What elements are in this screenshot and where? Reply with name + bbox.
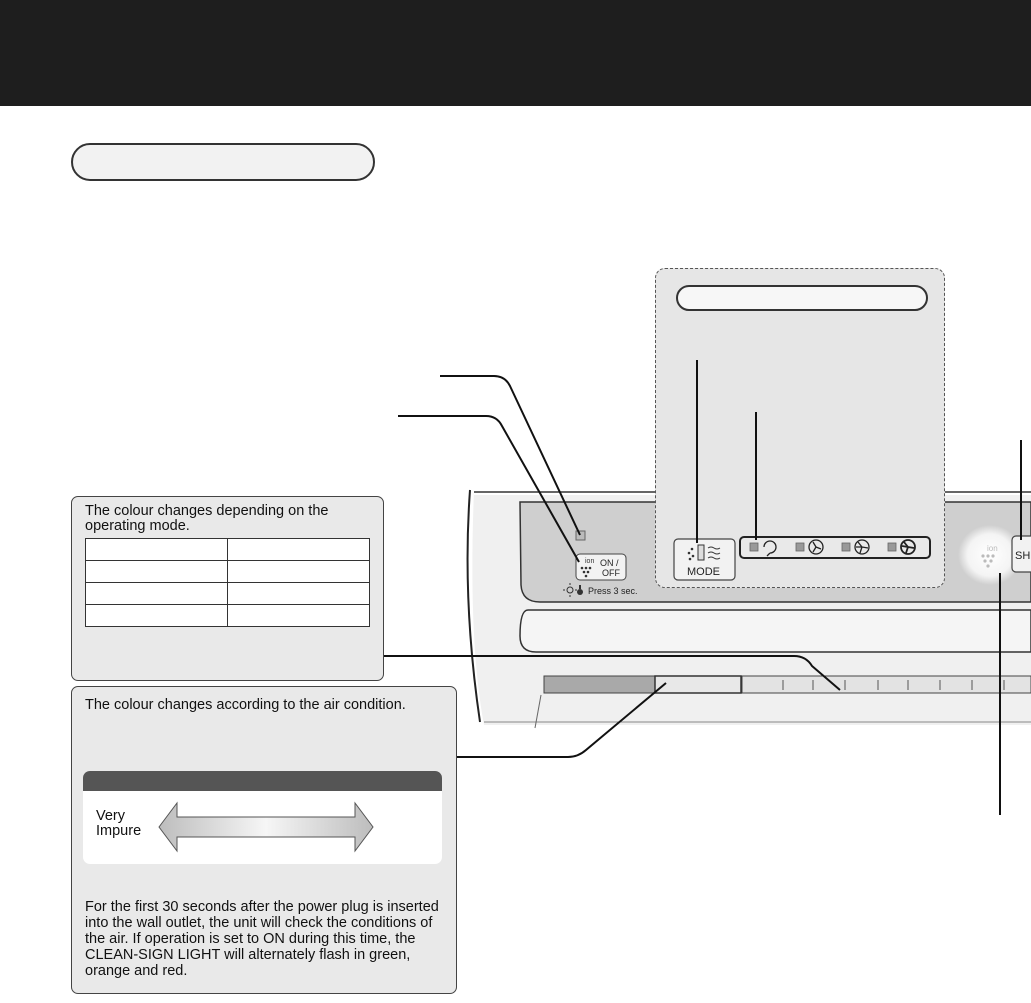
- shortcut-label: SH: [1015, 550, 1030, 562]
- ion-tag: ion: [585, 558, 594, 565]
- leader-power-light: [440, 375, 581, 536]
- mode-label: MODE: [687, 566, 720, 578]
- display-panel-title: [676, 285, 928, 311]
- leader-clean-sign: [456, 682, 667, 758]
- air-quality-scale: Very Impure: [83, 771, 442, 864]
- fan-med-icon: [854, 539, 870, 555]
- table-row: [85, 538, 370, 561]
- auto-fan-icon: [763, 540, 777, 557]
- ion-icon: [981, 554, 995, 568]
- on-label: ON /: [600, 558, 619, 568]
- clean-sign-light: [654, 675, 742, 694]
- device-housing-edge: [466, 489, 481, 723]
- mode-callout-note: The colour changes depending on the oper…: [85, 503, 329, 534]
- mode-icon: [687, 544, 721, 561]
- display-panel-highlight: [655, 268, 945, 588]
- air-callout-note: The colour changes according to the air …: [85, 697, 406, 713]
- mode-button[interactable]: MODE: [673, 538, 736, 581]
- shortcut-button[interactable]: SH: [1011, 535, 1031, 573]
- startup-note: For the first 30 seconds after the power…: [85, 899, 439, 979]
- double-arrow-icon: [158, 801, 374, 853]
- leader-operation-light: [384, 655, 841, 691]
- mode-colour-table: [85, 538, 370, 627]
- operating-mode-callout: The colour changes depending on the oper…: [71, 496, 384, 681]
- ion-icon: [580, 566, 592, 578]
- fan-high-icon: [900, 539, 916, 555]
- sun-icon: [563, 583, 577, 597]
- table-row: [85, 560, 370, 583]
- off-label: OFF: [602, 568, 620, 578]
- section-title-pill: [71, 143, 375, 181]
- lock-icon: [577, 585, 583, 595]
- fan-speed-indicator-group: [739, 536, 931, 559]
- fan-low-icon: [808, 539, 824, 555]
- ion-mode-button[interactable]: ion: [958, 525, 1022, 585]
- scale-header: [83, 771, 442, 791]
- air-condition-callout: The colour changes according to the air …: [71, 686, 457, 994]
- front-grille: [519, 609, 1031, 653]
- leader-ion-button: [398, 415, 580, 563]
- header-bar: [0, 0, 1031, 106]
- power-indicator-light: [575, 530, 586, 541]
- ion-on-off-button[interactable]: ion ON / OFF: [575, 553, 627, 581]
- press-hint: Press 3 sec.: [588, 586, 638, 596]
- very-impure-label: Very Impure: [96, 808, 142, 839]
- table-row: [85, 582, 370, 605]
- table-row: [85, 604, 370, 627]
- svg-text:ion: ion: [987, 544, 998, 553]
